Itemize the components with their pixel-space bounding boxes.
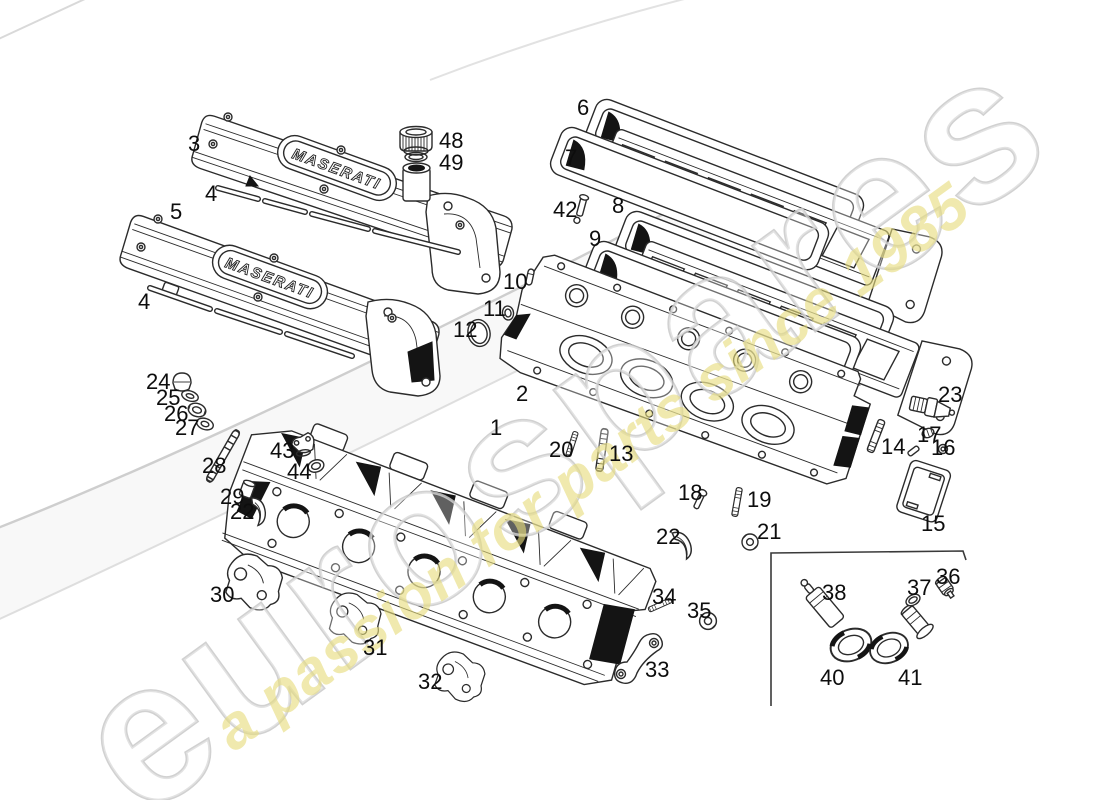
valve-cover-gasket-strip-front: [215, 175, 461, 255]
nut-35: [698, 611, 718, 631]
oil-filler-cap: [399, 125, 433, 156]
tappet-bucket-38: [800, 578, 845, 628]
ring-44: [307, 459, 325, 473]
clamp-43: [291, 431, 315, 457]
dowel-10: [525, 268, 535, 286]
strap-33: [613, 632, 664, 684]
valve-cover-rear: MASERATI: [119, 214, 441, 397]
valve-seal-40: [826, 623, 877, 667]
fitting-36: [934, 575, 955, 600]
nut-21: [741, 533, 759, 551]
cap-nut-24: [172, 372, 192, 392]
ring-37: [905, 593, 921, 607]
oring-12: [467, 318, 491, 348]
cover-plate-15: [896, 445, 952, 523]
valve-cover-gasket-strip-rear: [147, 281, 355, 359]
cam-bearing-cap-32: [431, 648, 489, 706]
valve-guide: [900, 604, 934, 640]
screw-42: [573, 194, 590, 225]
temperature-sensor-23: [908, 395, 956, 418]
stud-14: [865, 418, 887, 454]
inset-box-bracket: [770, 550, 967, 706]
cylinder-head-underside: [221, 423, 657, 686]
cap-17: [921, 427, 935, 439]
oil-filler-neck: [402, 162, 431, 202]
screw-18: [693, 488, 708, 510]
washer-27: [196, 417, 214, 431]
bushing-29: [238, 479, 256, 499]
washer-16: [937, 443, 949, 455]
half-moon-seal-22-right: [671, 530, 693, 561]
washer-25: [181, 389, 199, 403]
nut-26: [187, 402, 207, 418]
valve-seal-41: [865, 627, 912, 668]
stud-34: [647, 597, 673, 613]
stud-19: [730, 486, 744, 518]
cylinder-head-top: [499, 254, 872, 485]
oring-11: [501, 305, 515, 321]
